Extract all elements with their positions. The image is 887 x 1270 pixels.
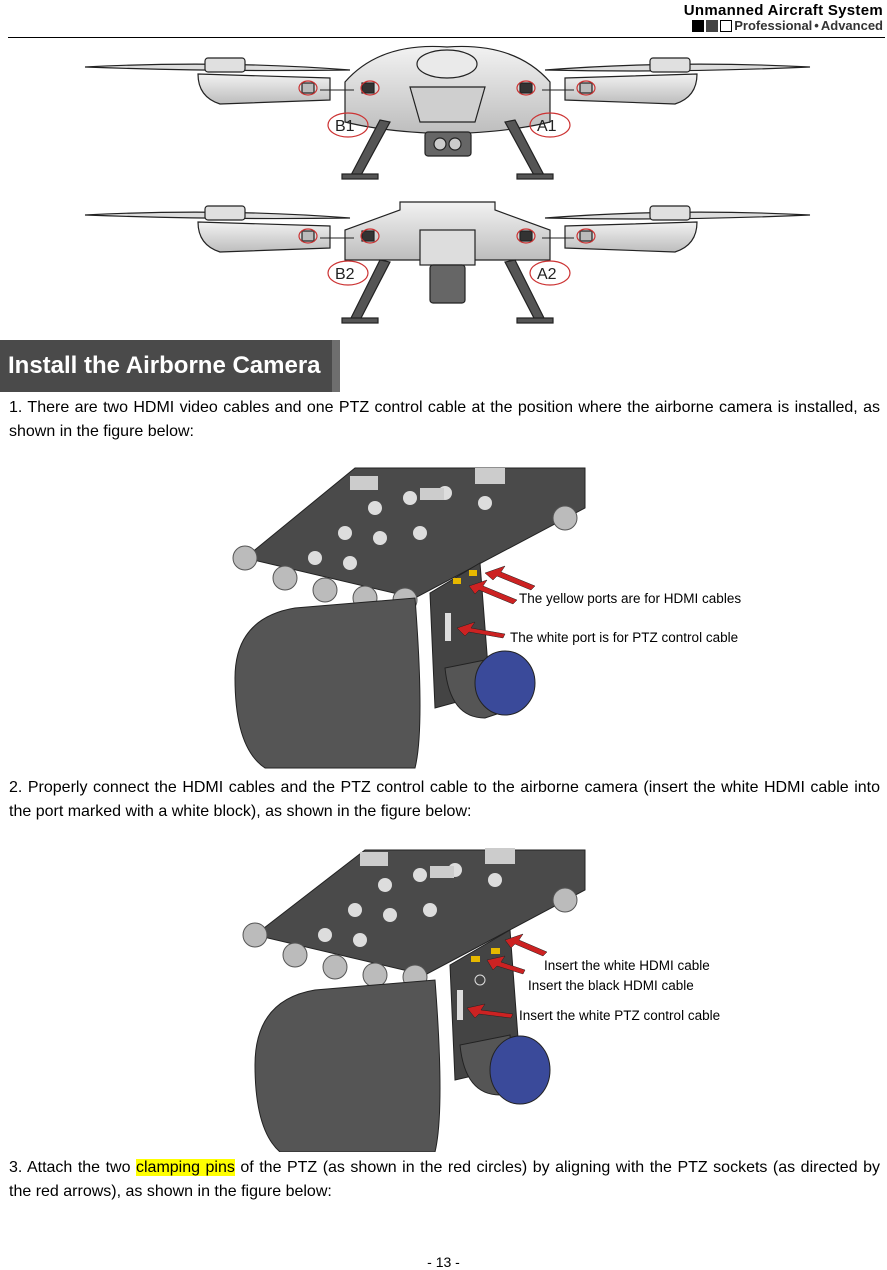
drone-arm-connection-figure: B1 A1 B2 A2 [84,45,811,324]
step3-highlight: clamping pins [135,1159,235,1176]
callout-yellow-ports: The yellow ports are for HDMI cables [519,591,741,606]
label-b1: B1 [335,118,355,135]
document-header-title: Unmanned Aircraft System [683,2,883,19]
gimbal-cables-figure: Insert the white HDMI cable Insert the b… [242,848,720,1152]
label-b2: B2 [335,266,355,283]
step2-text: 2. Properly connect the HDMI cables and … [9,779,880,820]
step3-text-pre: 3. Attach the two [9,1159,136,1176]
step1-text: 1. There are two HDMI video cables and o… [9,399,880,440]
callout-white-hdmi: Insert the white HDMI cable [544,958,710,973]
header-professional: Professional [734,18,813,33]
step3-text: 3. Attach the two clamping pins of the P… [9,1156,880,1204]
header-advanced: Advanced [820,18,883,33]
section-heading: Install the Airborne Camera [0,340,340,392]
header-separator: • [814,18,819,33]
document-header-subtitle: Professional • Advanced [692,18,883,33]
black-square-icon [692,19,705,32]
callout-white-port: The white port is for PTZ control cable [510,630,738,645]
white-square-icon [720,19,733,32]
header-rule [8,37,885,38]
callout-ptz-cable: Insert the white PTZ control cable [519,1008,720,1023]
gray-square-icon [706,19,719,32]
step3-text-post: of the PTZ (as shown in the red circles)… [9,1159,880,1200]
callout-black-hdmi: Insert the black HDMI cable [528,978,694,993]
label-a1: A1 [537,118,557,135]
drone-bottom-view [84,201,811,324]
label-a2: A2 [537,266,557,283]
label-a1-ring [529,112,571,138]
label-b1-ring [327,112,369,138]
drone-top-view [84,45,811,180]
gimbal-ports-figure: The yellow ports are for HDMI cables The… [232,467,741,769]
page-number: - 13 - [427,1254,460,1270]
